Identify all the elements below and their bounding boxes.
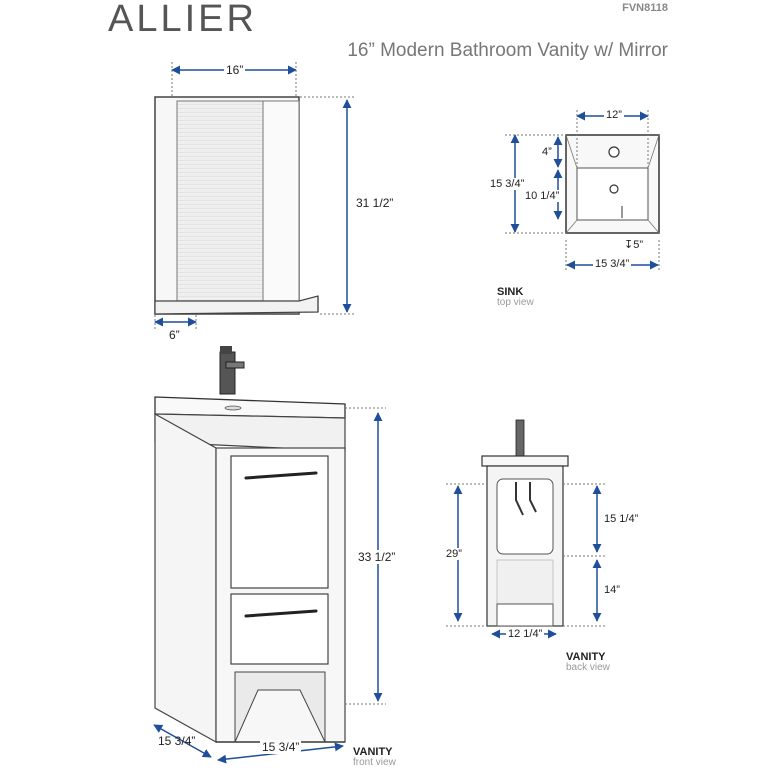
vanity-width-label: 15 3/4”: [260, 740, 302, 754]
sink-drain-depth-label: ↧5”: [624, 239, 643, 251]
mirror-glass: [176, 100, 264, 302]
vanity-height-label: 33 1/2”: [358, 550, 396, 564]
vanity-side-panel: [154, 412, 217, 744]
mirror-depth-dimension: [154, 315, 197, 330]
vanity-depth-label: 15 3/4”: [158, 734, 196, 748]
back-faucet: [515, 419, 525, 457]
vanity-back-view: [481, 419, 569, 627]
vanity-front-caption-sub: front view: [353, 757, 396, 768]
mirror-side-panel: [262, 100, 300, 302]
faucet-spout: [225, 361, 245, 369]
sink-top-view: [565, 134, 660, 234]
back-upper-height-label: 15 1/4”: [604, 513, 639, 525]
upper-door-handle: [244, 471, 318, 480]
sink-caption-sub: top view: [497, 297, 534, 308]
back-sink-top: [481, 455, 569, 467]
back-upper-opening: [496, 478, 554, 555]
model-number: FVN8118: [622, 2, 668, 14]
mirror-height-dimension: [300, 96, 355, 315]
back-width-label: 12 1/4”: [506, 628, 545, 640]
back-lower-height-label: 14”: [604, 584, 620, 596]
sink-basin: [576, 167, 649, 221]
brand-title: ALLIER: [108, 0, 257, 40]
drain-hole: [609, 184, 619, 194]
back-lower-panel: [496, 559, 554, 605]
sink-caption-title: SINK: [497, 286, 524, 298]
vanity-back-caption-title: VANITY: [566, 651, 606, 663]
vanity-back-caption-sub: back view: [566, 662, 610, 673]
mirror-width-label: 16”: [224, 63, 246, 77]
drain-pipes: [515, 482, 537, 516]
sink-width-label: 12”: [604, 109, 624, 121]
sink-top-offset-label: 4”: [542, 146, 552, 158]
mirror-drawing: [154, 96, 319, 315]
vanity-lower-drawer: [230, 593, 329, 665]
mirror-depth-label: 6”: [169, 328, 180, 342]
drawer-handle: [244, 609, 318, 618]
sink-bottom-width-label: 15 3/4”: [593, 258, 632, 270]
mirror-height-label: 31 1/2”: [356, 196, 394, 210]
down-arrow-icon: ↧: [624, 239, 634, 251]
faucet-handle: [220, 346, 232, 354]
sink-basin-height-label: 10 1/4”: [525, 190, 560, 202]
back-total-height-label: 29”: [446, 548, 462, 560]
sink-height-label: 15 3/4”: [490, 178, 525, 190]
faucet-body: [219, 351, 236, 395]
faucet-hole: [608, 146, 620, 158]
vanity-front-view: [154, 346, 346, 744]
product-subtitle: 16” Modern Bathroom Vanity w/ Mirror: [347, 40, 668, 61]
vanity-front-caption-title: VANITY: [353, 746, 393, 758]
